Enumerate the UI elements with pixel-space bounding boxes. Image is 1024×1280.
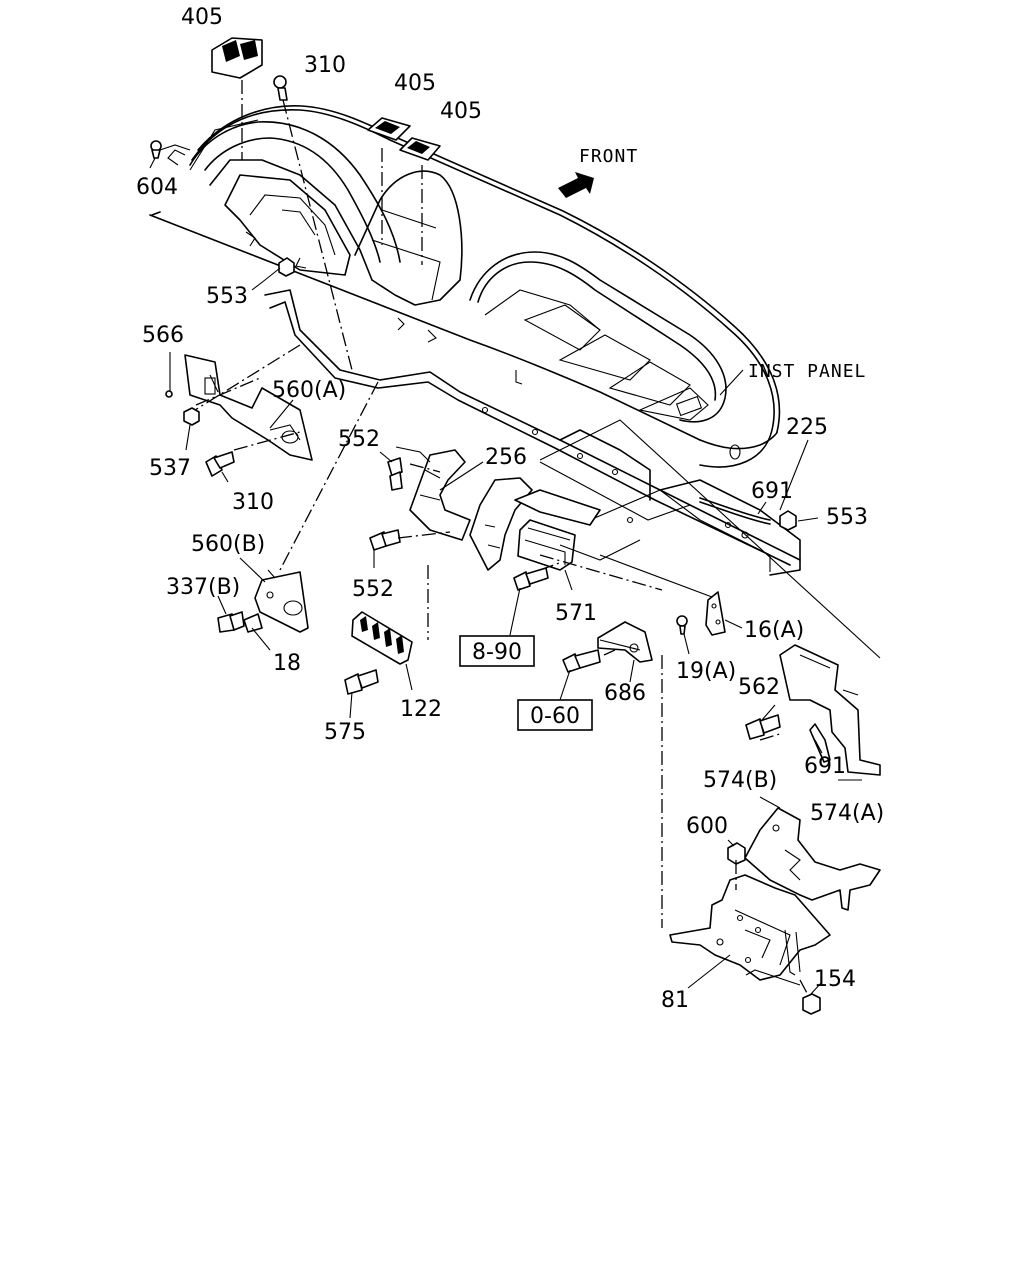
label-553-left: 553 — [206, 284, 248, 309]
label-552-lower: 552 — [352, 577, 394, 602]
front-label: FRONT — [579, 146, 638, 167]
label-256: 256 — [485, 445, 527, 470]
reference-0-60: 0-60 — [517, 699, 593, 731]
reference-8-90: 8-90 — [459, 635, 535, 667]
label-562: 562 — [738, 675, 780, 700]
label-571: 571 — [555, 601, 597, 626]
duct-691 — [699, 497, 771, 525]
cross-member — [151, 211, 881, 659]
bracket-81 — [669, 874, 831, 981]
label-18: 18 — [273, 651, 301, 676]
inst-panel-label: INST PANEL — [748, 361, 866, 382]
label-691-lower: 691 — [804, 754, 846, 779]
label-154: 154 — [814, 967, 856, 992]
label-405-top: 405 — [181, 5, 223, 30]
phantom-lines — [194, 80, 809, 996]
fasteners — [150, 37, 821, 1015]
bracket-686 — [597, 621, 653, 663]
label-552-upper: 552 — [338, 427, 380, 452]
label-405-right: 405 — [440, 99, 482, 124]
label-686: 686 — [604, 681, 646, 706]
label-405-mid: 405 — [394, 71, 436, 96]
ref-0-60-label: 0-60 — [530, 704, 580, 729]
bracket-256 — [395, 446, 471, 541]
bracket-560a — [184, 354, 313, 461]
label-81: 81 — [661, 988, 689, 1013]
label-600: 600 — [686, 814, 728, 839]
label-537: 537 — [149, 456, 191, 481]
instrument-panel — [149, 105, 781, 468]
label-337b: 337(B) — [166, 575, 240, 600]
label-566: 566 — [142, 323, 184, 348]
label-560b: 560(B) — [191, 532, 265, 557]
label-691-upper: 691 — [751, 479, 793, 504]
label-225: 225 — [786, 415, 828, 440]
leader-lines — [149, 144, 862, 996]
ref-8-90-label: 8-90 — [472, 640, 522, 665]
label-310-lower: 310 — [232, 490, 274, 515]
bracket-574b — [744, 807, 881, 911]
center-housing — [469, 477, 641, 571]
bracket-560b — [254, 569, 309, 633]
switch-122 — [351, 611, 413, 665]
label-16a: 16(A) — [744, 618, 804, 643]
bracket-16a — [705, 591, 726, 636]
front-arrow-icon — [558, 172, 594, 198]
label-604: 604 — [136, 175, 178, 200]
bracket-574a — [779, 644, 881, 776]
label-575: 575 — [324, 720, 366, 745]
callout-labels: FRONT INST PANEL 405 310 405 405 604 553… — [136, 5, 884, 1013]
label-553-right: 553 — [826, 505, 868, 530]
label-574b: 574(B) — [703, 768, 777, 793]
label-574a: 574(A) — [810, 801, 884, 826]
label-19a: 19(A) — [676, 659, 736, 684]
label-560a: 560(A) — [272, 378, 346, 403]
label-122: 122 — [400, 697, 442, 722]
label-310-top: 310 — [304, 53, 346, 78]
